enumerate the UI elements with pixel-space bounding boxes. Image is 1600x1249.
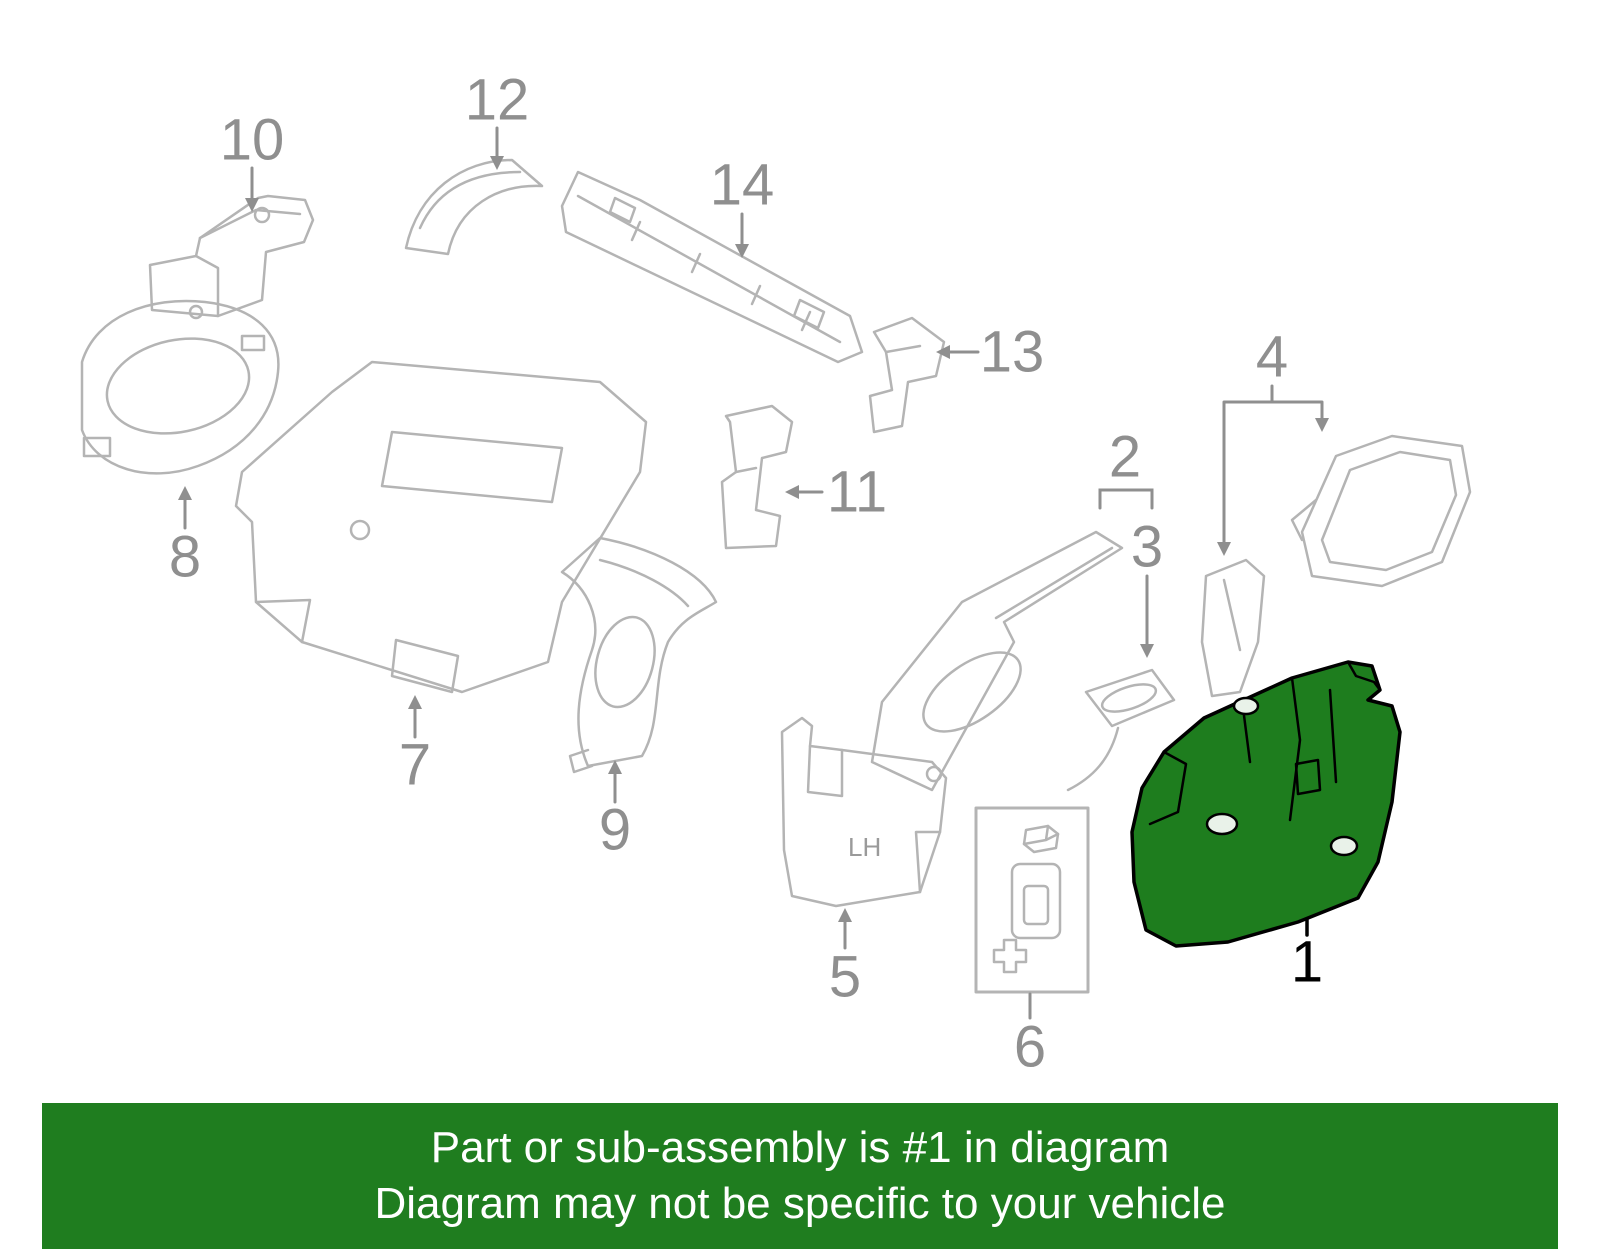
part-10-bracket bbox=[148, 194, 315, 318]
line-art-parts: LH bbox=[80, 158, 1472, 994]
arrow-5 bbox=[838, 908, 852, 950]
callout-11: 11 bbox=[826, 459, 888, 525]
arrow-11 bbox=[785, 485, 824, 499]
part-4-corner-trims bbox=[1200, 434, 1472, 698]
callout-9: 9 bbox=[598, 797, 632, 863]
arrow-3 bbox=[1140, 574, 1154, 658]
callout-2: 2 bbox=[1108, 424, 1142, 490]
arrow-14 bbox=[735, 212, 749, 258]
part-5-bracket-lh: LH bbox=[780, 716, 948, 908]
part-13-bracket bbox=[868, 316, 946, 434]
callout-1: 1 bbox=[1290, 929, 1324, 995]
part-1-trunk-trim-panel-highlighted bbox=[1130, 660, 1402, 948]
arrow-12 bbox=[490, 126, 504, 170]
callout-12: 12 bbox=[464, 67, 530, 133]
arrow-10 bbox=[245, 166, 259, 212]
part-11-bracket bbox=[720, 404, 794, 550]
arrow-9 bbox=[608, 760, 622, 804]
bracket-2 bbox=[1098, 488, 1154, 510]
arrow-8 bbox=[178, 486, 192, 530]
callout-4: 4 bbox=[1255, 324, 1289, 390]
banner-line-1: Part or sub-assembly is #1 in diagram bbox=[430, 1122, 1170, 1172]
callout-5: 5 bbox=[828, 944, 862, 1010]
part-14-rail bbox=[560, 170, 864, 364]
part-8-wheelhouse-liner bbox=[80, 299, 280, 475]
highlight-banner: Part or sub-assembly is #1 in diagram Di… bbox=[42, 1103, 1558, 1249]
part-12-curved-bracket bbox=[404, 158, 544, 256]
callout-3: 3 bbox=[1130, 514, 1164, 580]
callout-13: 13 bbox=[979, 319, 1045, 385]
part-2-panel bbox=[870, 530, 1124, 792]
callout-6: 6 bbox=[1013, 1014, 1047, 1080]
part-9-side-trim bbox=[560, 536, 718, 774]
callout-8: 8 bbox=[168, 524, 202, 590]
lh-marking: LH bbox=[848, 832, 881, 862]
part-3-plate bbox=[1066, 668, 1176, 792]
part-7-floor-panel bbox=[234, 360, 648, 694]
callout-leader-lines bbox=[178, 126, 1329, 1020]
callout-7: 7 bbox=[398, 732, 432, 798]
arrow-7 bbox=[408, 695, 422, 739]
banner-line-2: Diagram may not be specific to your vehi… bbox=[374, 1179, 1226, 1228]
arrow-13 bbox=[936, 345, 980, 359]
part-6-hardware-kit-box bbox=[974, 806, 1090, 994]
bracket-arrow-4 bbox=[1217, 384, 1329, 556]
callout-14: 14 bbox=[709, 152, 775, 218]
exploded-parts-diagram: LH bbox=[80, 126, 1472, 1020]
callout-10: 10 bbox=[219, 107, 285, 173]
